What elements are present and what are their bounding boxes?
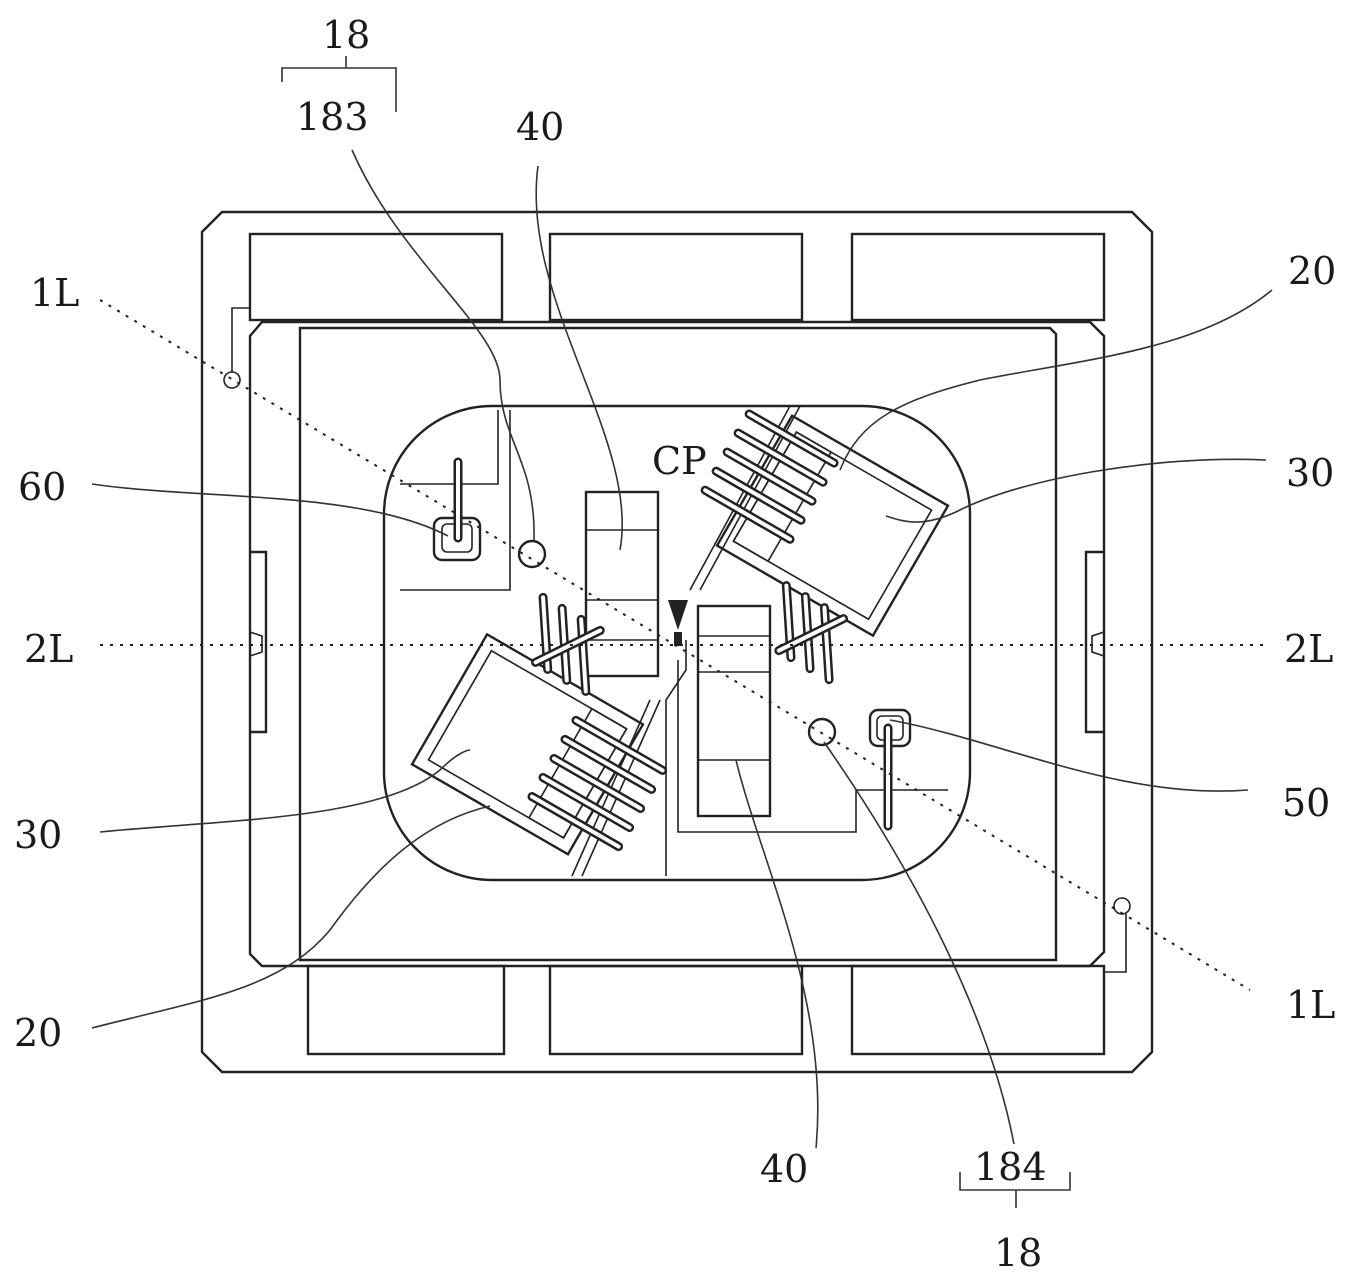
element-50 bbox=[868, 708, 912, 831]
bottom-right-via bbox=[1113, 897, 1131, 915]
chip-assembly-lower-left bbox=[410, 592, 668, 856]
right-side-tab bbox=[1084, 550, 1104, 734]
label-50: 50 bbox=[1282, 781, 1330, 825]
inner-frame-inner bbox=[298, 326, 1058, 962]
label-40-top: 40 bbox=[516, 105, 564, 149]
left-side-tab bbox=[250, 550, 268, 734]
top-left-via bbox=[223, 371, 241, 389]
cavity bbox=[382, 404, 972, 882]
component-40-upper bbox=[584, 490, 660, 678]
label-CP: CP bbox=[652, 439, 707, 483]
bottom-pad-left bbox=[306, 964, 506, 1056]
label-18-top: 18 bbox=[322, 13, 370, 57]
component-40-lower bbox=[696, 604, 772, 818]
chip-assembly-upper-right bbox=[700, 409, 950, 685]
cp-point bbox=[674, 632, 682, 646]
bottom-pad-right bbox=[850, 964, 1106, 1056]
cavity-trace-center bbox=[665, 640, 687, 876]
label-18-bottom: 18 bbox=[994, 1231, 1042, 1275]
outer-frame bbox=[200, 210, 1154, 1074]
cavity-trace-top-left bbox=[400, 410, 511, 591]
top-pad-middle bbox=[548, 232, 804, 322]
label-1L-right: 1L bbox=[1286, 983, 1335, 1027]
label-60: 60 bbox=[18, 465, 66, 509]
wire-bonds-lower-right bbox=[527, 715, 668, 852]
label-184: 184 bbox=[974, 1145, 1047, 1189]
cavity-trace-right-bottom bbox=[677, 660, 948, 833]
frame-20-upper bbox=[715, 414, 950, 638]
axis-1L bbox=[99, 299, 1251, 991]
label-30-left: 30 bbox=[14, 813, 62, 857]
bottom-pad-middle bbox=[548, 964, 804, 1056]
wire-bonds-upper-bottom bbox=[774, 581, 848, 685]
element-184 bbox=[807, 717, 837, 747]
element-183 bbox=[517, 539, 547, 569]
element-60 bbox=[432, 457, 482, 562]
inner-frame-outer bbox=[248, 320, 1106, 968]
label-40-bottom: 40 bbox=[760, 1147, 808, 1191]
label-1L-left: 1L bbox=[30, 271, 79, 315]
label-20-left: 20 bbox=[14, 1011, 62, 1055]
leader-lines bbox=[91, 56, 1273, 1208]
label-2L-right: 2L bbox=[1284, 627, 1333, 671]
label-30-right: 30 bbox=[1286, 451, 1334, 495]
cp-marker bbox=[668, 600, 688, 630]
top-left-trace bbox=[231, 307, 250, 372]
label-2L-left: 2L bbox=[24, 627, 73, 671]
top-pad-right bbox=[850, 232, 1106, 322]
label-183: 183 bbox=[296, 95, 369, 139]
wire-bonds-upper-left bbox=[700, 409, 839, 544]
label-20-right: 20 bbox=[1288, 249, 1336, 293]
bottom-right-trace bbox=[1104, 914, 1127, 973]
wire-bonds-lower-top bbox=[531, 592, 605, 696]
top-pad-left bbox=[248, 232, 504, 322]
